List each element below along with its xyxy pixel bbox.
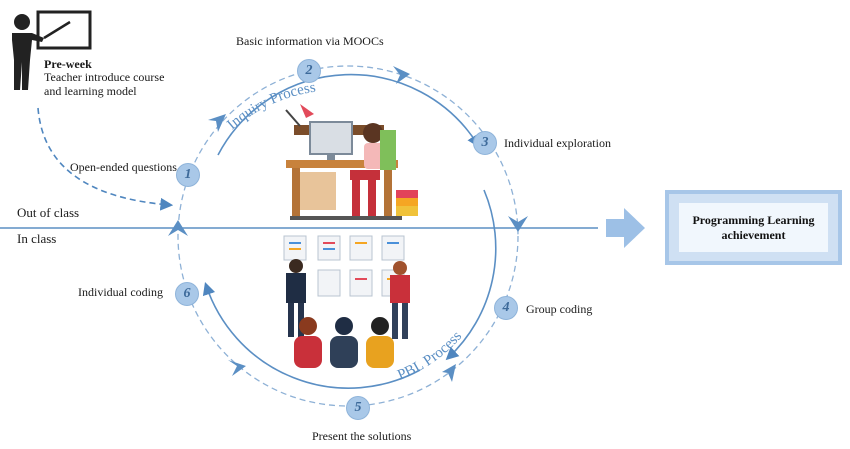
result-arrow <box>606 208 645 248</box>
preweek-title: Pre-week <box>44 57 92 71</box>
step-1-badge: 1 <box>176 163 200 187</box>
chevron-right <box>508 216 528 232</box>
step-5-badge: 5 <box>346 396 370 420</box>
step-1-label: Open-ended questions <box>70 160 177 174</box>
chevron-bottom-right <box>442 364 456 382</box>
step-5-label: Present the solutions <box>312 429 412 443</box>
step-4-badge: 4 <box>494 296 518 320</box>
inner-arc-top <box>217 73 480 156</box>
step-6-label: Individual coding <box>78 285 163 299</box>
result-line2: achievement <box>721 227 786 242</box>
programming-achievement-inner: Programming Learning achievement <box>679 203 828 252</box>
step-2-label: Basic information via MOOCs <box>236 34 384 48</box>
chevron-top-left <box>208 114 226 132</box>
teacher-board-icon <box>12 10 92 90</box>
inner-arc-bottom <box>202 281 421 389</box>
preweek-line1: Teacher introduce course <box>44 70 165 84</box>
chevron-left <box>168 220 188 236</box>
step-3-label: Individual exploration <box>504 136 611 150</box>
outer-dashed-cycle <box>177 65 519 407</box>
chevron-top-right <box>393 66 410 84</box>
out-of-class-label: Out of class <box>17 205 80 220</box>
step-2-badge: 2 <box>297 59 321 83</box>
inner-arc-right <box>445 189 497 361</box>
preweek-line2: and learning model <box>44 84 137 98</box>
in-class-label: In class <box>17 231 57 246</box>
result-line1: Programming Learning <box>692 212 815 227</box>
step-3-badge: 3 <box>473 131 497 155</box>
chevron-bottom-left <box>228 360 246 376</box>
preweek-dashed-arrow <box>37 107 174 211</box>
office-worker-illustration <box>285 104 418 220</box>
programming-achievement-box: Programming Learning achievement <box>665 190 842 265</box>
classroom-presentation-illustration <box>283 235 410 368</box>
step-4-label: Group coding <box>526 302 593 316</box>
step-6-badge: 6 <box>175 282 199 306</box>
